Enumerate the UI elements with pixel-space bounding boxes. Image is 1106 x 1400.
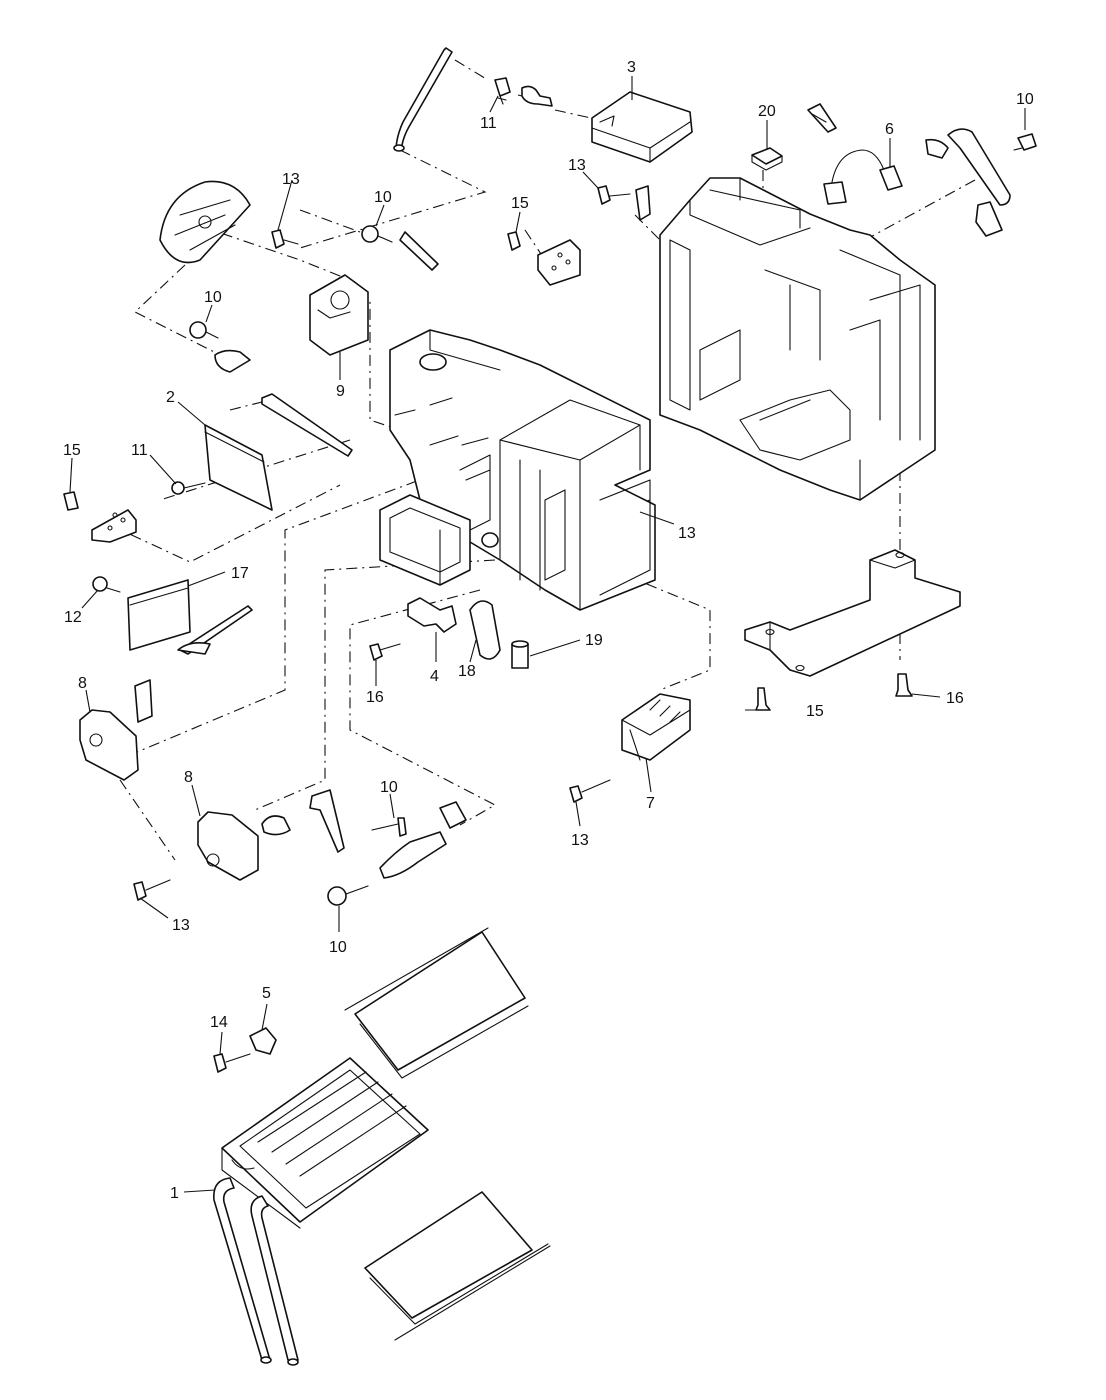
callout-13: 13 [678, 525, 696, 542]
screw-12-top [171, 481, 206, 495]
bolt-near-3 [521, 85, 553, 107]
drain-hose [393, 47, 453, 152]
leader-lines [69, 76, 1026, 1193]
lower-filter [364, 1191, 551, 1341]
callout-10: 10 [204, 289, 222, 306]
screw-11-top [494, 77, 511, 105]
callout-14: 14 [210, 1014, 228, 1031]
callout-5: 5 [262, 985, 271, 1002]
callout-20: 20 [758, 103, 776, 120]
screw-10-left [189, 321, 219, 339]
callout-8: 8 [184, 769, 193, 786]
mode-damper-plate [159, 180, 251, 264]
part-9-actuator [309, 274, 369, 356]
callout-3: 3 [627, 59, 636, 76]
screw-11-lower [371, 817, 407, 837]
callout-10: 10 [1016, 91, 1034, 108]
part-20-grommet [751, 147, 783, 171]
link-arm-top-right [925, 128, 1037, 237]
callout-2: 2 [166, 389, 175, 406]
screw-13-top-left [271, 229, 299, 249]
part-8-actuator-lower [197, 811, 259, 881]
callout-16: 16 [366, 689, 384, 706]
part-6-harness [823, 149, 903, 205]
screw-10-top [361, 225, 393, 243]
callout-13: 13 [282, 171, 300, 188]
screw-16 [369, 643, 401, 661]
heater-unit-case [389, 329, 656, 611]
rod-near-10 [399, 231, 439, 271]
bracket-15-top [537, 239, 581, 286]
callout-8: 8 [78, 675, 87, 692]
callout-6: 6 [885, 121, 894, 138]
callout-9: 9 [336, 383, 345, 400]
screw-15-left [63, 491, 79, 511]
part-4-clamp [407, 597, 457, 633]
callout-1: 1 [170, 1185, 179, 1202]
callout-15: 15 [806, 703, 824, 720]
part-1-heater-core [221, 1057, 429, 1229]
part-17-door [127, 579, 191, 651]
screw-13-top-middle [597, 185, 631, 205]
callout-13: 13 [571, 832, 589, 849]
callout-4: 4 [430, 668, 439, 685]
callout-15: 16 [946, 690, 964, 707]
lever-left [214, 349, 251, 373]
part-18-seal [469, 600, 501, 660]
link-bottom-center [379, 801, 467, 879]
callout-13: 13 [172, 917, 190, 934]
screw-15-top [507, 231, 521, 251]
small-bracket-top [635, 185, 651, 221]
clip-top-right [807, 103, 837, 133]
part-7-resistor [621, 693, 691, 761]
screw-14 [213, 1053, 251, 1073]
screw-13-near-7 [569, 779, 611, 803]
callout-15: 15 [511, 195, 529, 212]
part-8-actuator-upper [79, 709, 139, 781]
bracket-15-left [91, 509, 137, 543]
callout-18: 18 [458, 663, 476, 680]
callout-12: 12 [64, 609, 82, 626]
part-19-bushing [511, 640, 529, 669]
callout-13: 13 [568, 157, 586, 174]
part-3-cover [591, 91, 693, 163]
screw-10-bottom [327, 885, 369, 906]
callout-10: 10 [374, 189, 392, 206]
callout-7: 7 [646, 795, 655, 812]
part-5-clip [249, 1027, 277, 1055]
callout-11: 10 [380, 779, 398, 796]
callout-11: 11 [480, 115, 497, 132]
evaporator-housing [659, 177, 936, 501]
upper-filter [344, 927, 529, 1079]
screw-12-left [92, 576, 121, 593]
clip-15-right-b [895, 673, 913, 697]
callout-17: 17 [231, 565, 249, 582]
screw-13-lower-left [133, 879, 171, 901]
rod-long-left [261, 393, 353, 457]
callout-labels: 3 11 20 6 10 13 13 10 15 10 9 2 11 15 13… [63, 59, 1034, 1202]
lever-middle [261, 789, 345, 853]
clip-15-right-a [755, 687, 771, 711]
heater-core-pipes [213, 1177, 299, 1366]
front-duct [379, 494, 471, 586]
rod-lower-left [177, 605, 253, 655]
callout-10: 10 [329, 939, 347, 956]
lever-near-8 [134, 679, 153, 723]
mounting-bracket [744, 549, 961, 677]
callout-12: 11 [131, 442, 148, 459]
callout-19: 19 [585, 632, 603, 649]
part-2-door [204, 424, 273, 511]
callout-15: 15 [63, 442, 81, 459]
